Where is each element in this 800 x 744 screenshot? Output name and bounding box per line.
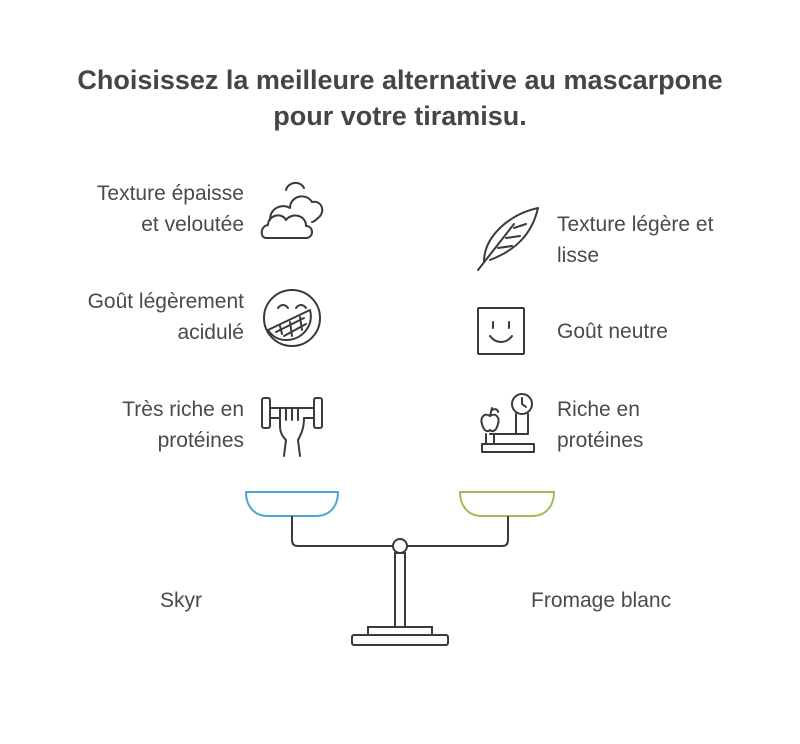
scale-pivot [392,538,408,554]
fromage-texture-line-1: Texture légère et [557,213,714,236]
scale-apple-icon [476,392,538,458]
skyr-taste-line-2: acidulé [177,321,244,344]
skyr-texture-line-1: Texture épaisse [96,182,244,205]
scale-base [351,634,449,646]
dumbbell-icon [258,390,326,460]
fromage-taste-text: Goût neutre [557,316,668,347]
scale-foot [367,626,433,636]
fromage-taste-line-1: Goût neutre [557,320,668,343]
skyr-taste-text: Goût légèrement acidulé [88,286,244,348]
left-pan [244,491,340,517]
skyr-texture-text: Texture épaisse et veloutée [97,178,244,240]
title-line-1: Choisissez la meilleure alternative au m… [77,65,723,95]
skyr-label: Skyr [160,589,202,612]
neutral-face-icon [476,306,526,356]
skyr-taste-line-1: Goût légèrement [87,290,244,313]
feather-icon [474,206,542,274]
skyr-texture-line-2: et veloutée [141,213,244,236]
cloud-icon [258,178,326,242]
skyr-protein-line-1: Très riche en [122,398,244,421]
skyr-protein-line-2: protéines [157,429,244,452]
title-line-2: pour votre tiramisu. [273,101,527,131]
right-pan [458,491,556,517]
scale-pillar [394,552,406,628]
page-title: Choisissez la meilleure alternative au m… [0,62,800,134]
fromage-protein-text: Riche en protéines [557,394,643,456]
fromage-texture-line-2: lisse [557,244,600,267]
fromage-protein-line-2: protéines [557,429,644,452]
fromage-protein-line-1: Riche en [557,398,640,421]
fromage-texture-text: Texture légère et lisse [557,209,713,271]
lemon-smile-icon [260,286,324,350]
fromage-blanc-label: Fromage blanc [531,589,672,612]
skyr-protein-text: Très riche en protéines [122,394,244,456]
